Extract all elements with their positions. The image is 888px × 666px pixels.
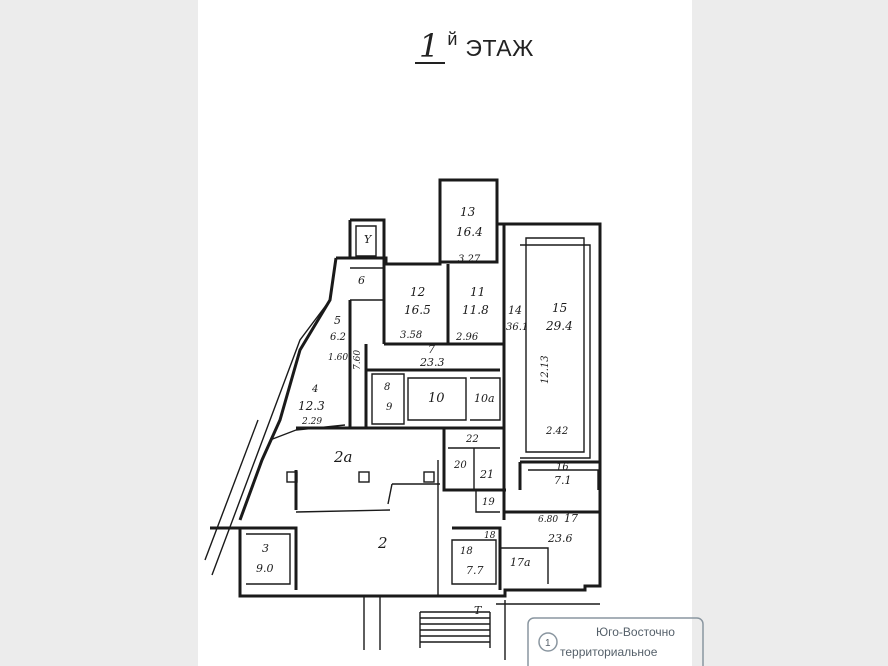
room-3-number: 3 [262,542,269,555]
room-17-width: 6.80 [538,515,558,525]
room-9-number: 9 [386,402,393,413]
scan-margin-right [692,0,888,666]
interior-walls [240,224,600,596]
room-7-number: 7 [428,343,435,356]
floor-plan-sheet [198,0,692,666]
room-2a-number: 2а [333,448,353,466]
room-13-height: 3.27 [458,254,481,265]
room-17-area: 23.6 [547,532,573,545]
room-4-area: 12.3 [298,399,325,413]
room-16-area: 7.1 [554,474,572,487]
room-3-area: 9.0 [256,562,274,575]
room-22-number: 22 [465,434,479,445]
room-10-number: 10 [428,391,445,406]
room-10a-number: 10а [474,392,495,405]
room-15-height: 2.42 [545,426,568,437]
room-7-length: 7.60 [353,350,363,370]
room-11-height: 2.96 [455,332,479,343]
room-12-number: 12 [410,285,425,299]
stamp-line-2: территориальное [560,645,658,659]
room-4-number: 4 [311,384,318,395]
room-14-length: 12.13 [540,355,551,384]
room-18-number: 18 [460,546,473,557]
room-21-number: 21 [479,468,494,481]
room-17-number: 17 [564,512,578,525]
room-15-number: 15 [552,301,567,315]
room-5-area: 6.2 [330,332,346,343]
room-14-area: 36.1 [506,322,528,333]
room-12-area: 16.5 [404,303,431,317]
room-2-number: 2 [377,534,388,552]
room-5-number: 5 [334,314,341,327]
room-6-number: 6 [358,274,365,287]
room-5-width: 1.60 [328,353,348,363]
room-13-area: 16.4 [456,225,483,239]
room-17a-number: 17а [510,556,531,569]
floor-number-suffix: й [447,29,458,49]
floor-number: 1 [415,30,446,64]
entrance-top-label: Y [364,233,373,246]
stamp-line-1: Юго-Восточно [596,625,675,639]
floor-title-text: ЭТАЖ [465,35,534,61]
room-12-height: 3.58 [400,330,422,341]
outer-walls [204,178,602,598]
room-19-number: 19 [482,497,495,508]
room-11-number: 11 [470,285,485,299]
room-18-area: 7.7 [466,564,484,577]
room-7-area: 23.3 [419,356,445,369]
room-15-area: 29.4 [545,319,573,333]
room-11-area: 11.8 [462,303,489,317]
room-16-number: 16 [556,462,569,473]
floor-title: 1 й ЭТАЖ [415,28,534,64]
room-20-number: 20 [453,460,467,471]
entrance-bottom-label: Т [474,604,483,617]
entrance-stairs [355,225,600,660]
scan-margin-left [0,0,198,666]
room-4-height: 2.29 [301,417,322,427]
room-8-number: 8 [384,382,390,393]
room-13-number: 13 [460,205,476,219]
room-18-top-number: 18 [484,531,496,541]
office-stamp: 1 Юго-Восточно территориальное [527,617,704,666]
stamp-circle-text: 1 [545,638,551,649]
room-14-number: 14 [508,304,522,317]
room-labels: 13 16.4 3.27 12 16.5 3.58 11 11.8 2.96 1… [256,205,578,577]
